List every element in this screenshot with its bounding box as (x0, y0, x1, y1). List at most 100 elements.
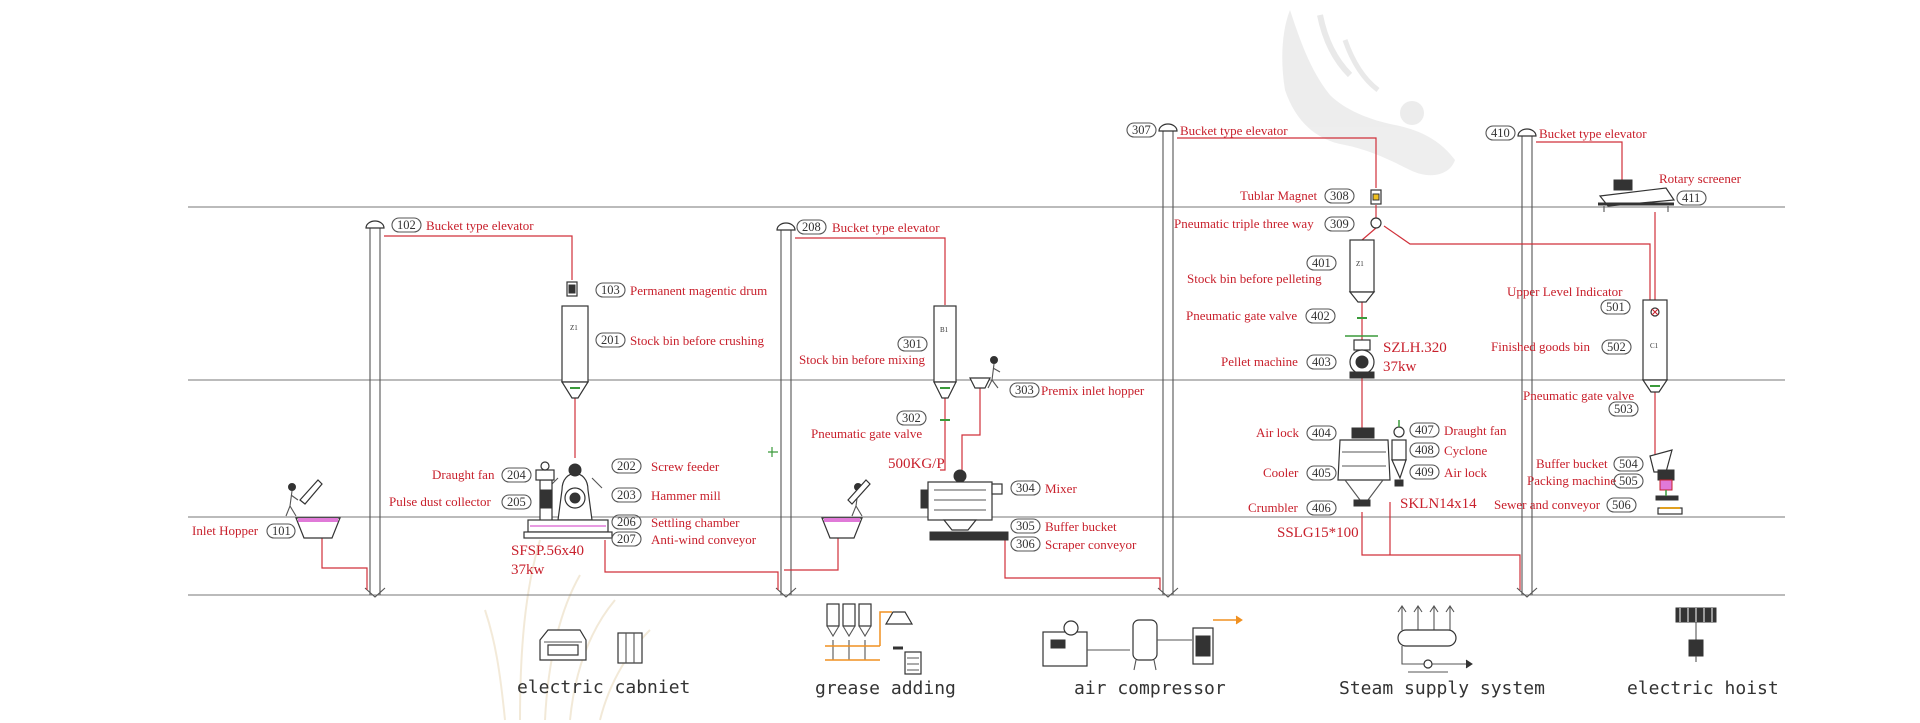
caption-electric-hoist: electric hoist (1627, 678, 1779, 699)
label-buffer-bucket-504: Buffer bucket (1536, 456, 1608, 471)
spec-pellet-power: 37kw (1383, 359, 1417, 375)
tag-bubble-406 (1306, 500, 1337, 516)
pellet-machine-403 (1349, 339, 1375, 379)
label-air-lock-404: Air lock (1256, 425, 1299, 440)
stock-bin-301: B1 (933, 305, 957, 399)
tag-402: 402 (1311, 309, 1330, 323)
sewer-conveyor-506 (1657, 507, 1683, 515)
magnetic-drum-103 (566, 281, 578, 297)
tag-505: 505 (1619, 474, 1638, 488)
label-upper-level-indicator: Upper Level Indicator (1507, 284, 1623, 299)
tag-bubble-502 (1601, 339, 1632, 355)
tag-202: 202 (617, 459, 636, 473)
hammer-mill-203 (547, 463, 603, 521)
label-gate-valve-302: Pneumatic gate valve (811, 426, 922, 441)
tag-bubble-408 (1409, 442, 1440, 458)
tag-405: 405 (1312, 466, 1331, 480)
label-crumbler: Crumbler (1248, 500, 1298, 515)
three-way-309 (1370, 217, 1382, 229)
packing-machine-505 (1649, 449, 1679, 501)
caption-air-compressor: air compressor (1074, 678, 1226, 699)
label-finished-goods-bin: Finished goods bin (1491, 339, 1590, 354)
tag-bubble-205 (501, 494, 532, 510)
label-bucket-elevator-307: Bucket type elevator (1180, 123, 1288, 138)
tag-308: 308 (1330, 189, 1349, 203)
settling-chamber-206 (523, 519, 613, 539)
tag-101: 101 (272, 524, 291, 538)
pulse-dust-collector-205 (535, 461, 555, 523)
tag-206: 206 (617, 515, 636, 529)
label-bucket-elevator-410: Bucket type elevator (1539, 126, 1647, 141)
electric-cabinet-icon (539, 629, 643, 664)
tag-bubble-304 (1010, 480, 1041, 496)
tag-410: 410 (1491, 126, 1510, 140)
label-air-lock-409: Air lock (1444, 465, 1487, 480)
tag-bubble-506 (1606, 497, 1637, 513)
tag-bubble-202 (611, 458, 642, 474)
tag-bubble-501 (1600, 299, 1631, 315)
label-magnetic-drum: Permanent magentic drum (630, 283, 767, 298)
tag-bubble-204 (501, 467, 532, 483)
tag-204: 204 (507, 468, 527, 482)
tag-bubble-102 (391, 217, 422, 233)
label-inlet-hopper: Inlet Hopper (192, 523, 259, 538)
spec-pellet-model: SZLH.320 (1383, 340, 1447, 356)
tag-bubble-208 (796, 219, 827, 235)
tag-307: 307 (1132, 123, 1151, 137)
label-screw-feeder: Screw feeder (651, 459, 720, 474)
steam-supply-icon (1397, 605, 1473, 673)
tag-bubble-411 (1676, 190, 1707, 206)
tag-bubble-206 (611, 514, 642, 530)
tag-309: 309 (1330, 217, 1349, 231)
tag-201: 201 (601, 333, 620, 347)
tag-404: 404 (1312, 426, 1332, 440)
tag-bubble-410 (1485, 125, 1516, 141)
spec-hammer-model: SFSP.56x40 (511, 543, 584, 559)
tag-102: 102 (397, 218, 416, 232)
label-tubular-magnet: Tublar Magnet (1240, 188, 1318, 203)
tag-203: 203 (617, 488, 636, 502)
air-compressor-icon (1042, 615, 1243, 671)
rotary-screener-411 (1598, 179, 1676, 212)
spec-cooler-model: SKLN14x14 (1400, 496, 1477, 512)
scraper-conveyor-306 (929, 519, 1009, 541)
tag-bubble-405 (1306, 465, 1337, 481)
caption-grease-adding: grease adding (815, 678, 956, 699)
tag-504: 504 (1619, 457, 1639, 471)
inlet-hopper-101 (285, 479, 341, 539)
tag-bubble-101 (266, 523, 296, 539)
flow-lines (321, 137, 1656, 590)
tag-407: 407 (1415, 423, 1434, 437)
label-stock-bin-pelleting: Stock bin before pelleting (1187, 271, 1322, 286)
label-pellet-machine: Pellet machine (1221, 354, 1298, 369)
tag-306: 306 (1016, 537, 1035, 551)
tag-bubble-305 (1010, 518, 1041, 534)
label-packing-machine: Packing machine (1527, 473, 1616, 488)
tag-305: 305 (1016, 519, 1035, 533)
tag-bubble-505 (1613, 473, 1644, 489)
label-triple-three-way: Pneumatic triple three way (1174, 216, 1314, 231)
tag-bubble-402 (1305, 308, 1336, 324)
tag-bubble-303 (1009, 382, 1040, 398)
tag-207: 207 (617, 532, 636, 546)
tag-bubble-404 (1306, 425, 1337, 441)
tag-bubble-306 (1010, 536, 1041, 552)
label-settling-chamber: Settling chamber (651, 515, 740, 530)
tag-bubble-504 (1613, 456, 1644, 472)
elevator-102 (364, 220, 386, 598)
tag-bubble-409 (1409, 464, 1440, 480)
label-gate-valve-402: Pneumatic gate valve (1186, 308, 1297, 323)
label-buffer-bucket-305: Buffer bucket (1045, 519, 1117, 534)
stock-bin-401: Z1 (1348, 239, 1376, 303)
tag-bubble-309 (1324, 216, 1355, 232)
tag-bubble-407 (1409, 422, 1440, 438)
spec-hammer-power: 37kw (511, 562, 545, 578)
tag-406: 406 (1312, 501, 1331, 515)
tag-bubble-103 (595, 282, 626, 298)
premix-hopper-303 (969, 356, 1001, 389)
label-draught-fan-204: Draught fan (432, 467, 495, 482)
grease-adding-icon (825, 603, 922, 675)
label-scraper-conveyor: Scraper conveyor (1045, 537, 1137, 552)
elevator-307 (1157, 123, 1179, 598)
